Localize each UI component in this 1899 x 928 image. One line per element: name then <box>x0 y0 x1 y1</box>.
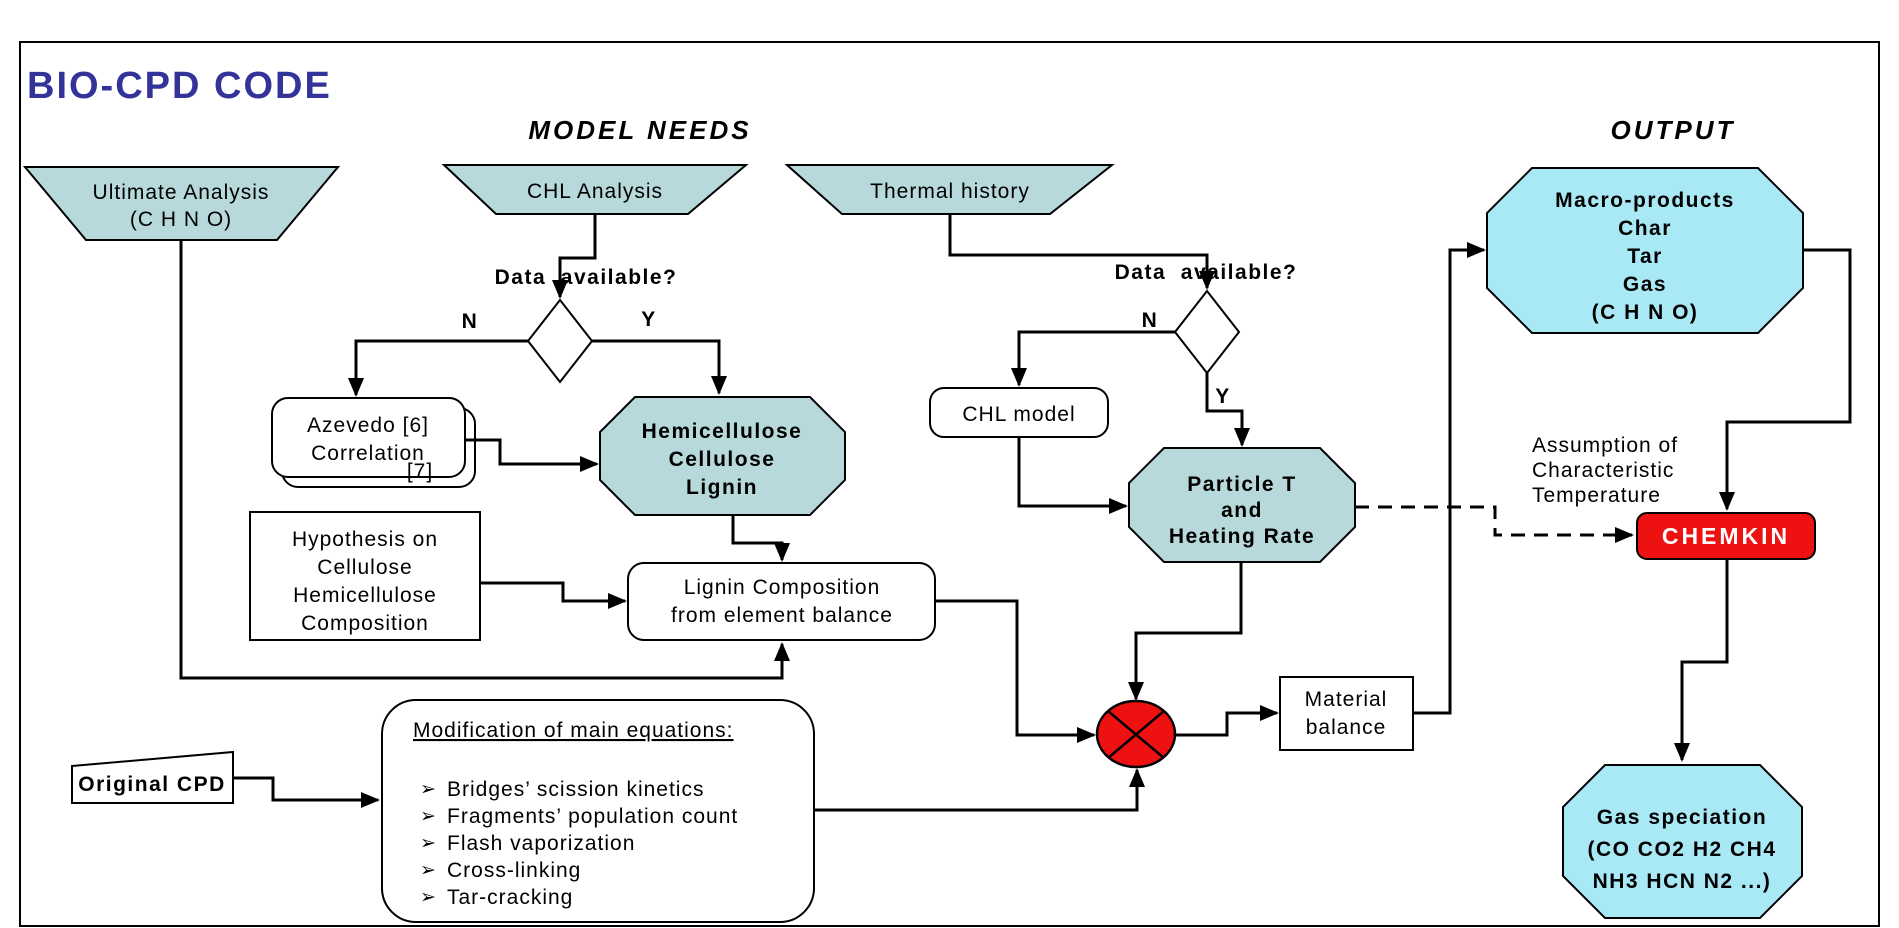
page-title: BIO-CPD CODE <box>27 65 332 107</box>
macro-products-label2: Char <box>1618 217 1672 240</box>
model-needs-heading: MODEL NEEDS <box>528 115 751 145</box>
bullet-icon: ➢ <box>420 779 436 800</box>
hypothesis-label3: Hemicellulose <box>293 584 437 607</box>
chemkin-label: CHEMKIN <box>1662 523 1790 549</box>
edge-thermal-to-decision <box>948 214 1215 290</box>
modification-title: Modification of main equations: <box>413 719 734 742</box>
ultimate-analysis-trapezoid <box>22 166 341 241</box>
decision-left-yes-label: Y <box>641 308 657 331</box>
hemicellulose-label2: Cellulose <box>669 448 776 471</box>
macro-products-octagon <box>1486 167 1804 334</box>
macro-products-label4: Gas <box>1623 273 1667 296</box>
azevedo-correlation-box <box>271 397 466 478</box>
edge-lignin-to-mixer <box>935 599 1096 743</box>
gas-speciation-label3: NH3 HCN N2 ...) <box>1593 870 1772 893</box>
edge-material-balance-to-macro-products <box>1413 242 1486 715</box>
edge-particle-t-to-chemkin-dashed <box>1355 505 1634 543</box>
azevedo-label: Azevedo [6] <box>307 414 429 437</box>
gas-speciation-label: Gas speciation <box>1597 806 1767 829</box>
edge-mixer-to-material-balance <box>1174 705 1279 737</box>
hypothesis-label2: Cellulose <box>317 556 412 579</box>
lignin-composition-label2: from element balance <box>671 604 893 627</box>
material-balance-label: Material <box>1305 688 1388 711</box>
hypothesis-label: Hypothesis on <box>292 528 438 551</box>
macro-products-label: Macro-products <box>1555 189 1735 212</box>
modification-bullet-1: Bridges’ scission kinetics <box>447 778 704 801</box>
gas-speciation-octagon <box>1562 764 1803 919</box>
material-balance-box <box>1279 676 1414 751</box>
edge-decision-yes-to-particle-t <box>1205 373 1250 447</box>
edge-chemkin-to-gas-speciation <box>1674 559 1729 762</box>
chl-analysis-label: CHL Analysis <box>527 180 663 203</box>
bullet-icon: ➢ <box>420 806 436 827</box>
material-balance-label2: balance <box>1306 716 1387 739</box>
edge-azevedo-to-hemicellulose <box>465 438 599 472</box>
decision-left-no-label: N <box>462 310 479 333</box>
edge-original-cpd-to-modification <box>233 776 380 808</box>
particle-t-label: Particle T <box>1187 473 1297 496</box>
hypothesis-label4: Composition <box>301 612 429 635</box>
bullet-icon: ➢ <box>420 887 436 908</box>
particle-t-label2: and <box>1221 499 1263 522</box>
particle-t-octagon <box>1128 447 1356 563</box>
edge-particle-t-to-mixer <box>1128 562 1243 701</box>
edge-ultimate-to-lignin <box>179 240 790 680</box>
assumption-label3: Temperature <box>1532 484 1661 507</box>
chl-model-label: CHL model <box>962 403 1075 426</box>
modification-bullet-4: Cross-linking <box>447 859 581 882</box>
edge-modification-to-mixer <box>814 768 1145 812</box>
edge-macro-products-to-chemkin <box>1719 248 1852 511</box>
hemicellulose-label3: Lignin <box>686 476 758 499</box>
original-cpd-box <box>71 750 234 804</box>
data-available-right-label: Data available? <box>1115 261 1298 284</box>
lignin-composition-box <box>627 562 936 641</box>
modification-bullet-5: Tar-cracking <box>447 886 573 909</box>
macro-products-label5: (C H N O) <box>1592 301 1699 324</box>
azevedo-ref-label: [7] <box>407 460 433 483</box>
edge-chl-analysis-to-decision <box>552 214 597 299</box>
gas-speciation-label2: (CO CO2 H2 CH4 <box>1587 838 1776 861</box>
data-available-left-label: Data available? <box>495 266 678 289</box>
decision-right-no-label: N <box>1142 309 1159 332</box>
assumption-label: Assumption of <box>1532 434 1678 457</box>
particle-t-label3: Heating Rate <box>1169 525 1315 548</box>
hypothesis-box <box>249 511 481 641</box>
edge-hemicellulose-to-lignin <box>731 515 790 562</box>
thermal-history-trapezoid <box>784 164 1115 215</box>
edge-decision-no-to-azevedo <box>348 339 528 397</box>
edge-chl-model-to-particle-t <box>1017 437 1128 514</box>
ultimate-analysis-label2: (C H N O) <box>130 208 232 231</box>
modification-bullet-2: Fragments’ population count <box>447 805 738 828</box>
lignin-composition-label: Lignin Composition <box>684 576 881 599</box>
modification-bullet-3: Flash vaporization <box>447 832 635 855</box>
azevedo-label2: Correlation <box>311 442 425 465</box>
macro-products-label3: Tar <box>1627 245 1663 268</box>
mixer-junction-icon <box>1095 699 1177 769</box>
bullet-icon: ➢ <box>420 833 436 854</box>
decision-diamond-right <box>1173 289 1241 375</box>
edge-decision-no-to-chl-model <box>1011 330 1175 387</box>
output-heading: OUTPUT <box>1611 115 1736 145</box>
chl-analysis-trapezoid <box>441 164 749 215</box>
canvas-border <box>19 41 1880 927</box>
assumption-label2: Characteristic <box>1532 459 1674 482</box>
decision-diamond-left <box>526 298 594 384</box>
hemicellulose-label: Hemicellulose <box>642 420 803 443</box>
edge-decision-yes-to-hemicellulose <box>592 339 727 395</box>
bullet-icon: ➢ <box>420 860 436 881</box>
decision-right-yes-label: Y <box>1215 385 1231 408</box>
thermal-history-label: Thermal history <box>870 180 1030 203</box>
ultimate-analysis-label: Ultimate Analysis <box>93 181 270 204</box>
original-cpd-label: Original CPD <box>78 773 226 796</box>
hemicellulose-cellulose-lignin-octagon <box>599 396 846 516</box>
edge-hypothesis-to-lignin <box>480 581 627 609</box>
